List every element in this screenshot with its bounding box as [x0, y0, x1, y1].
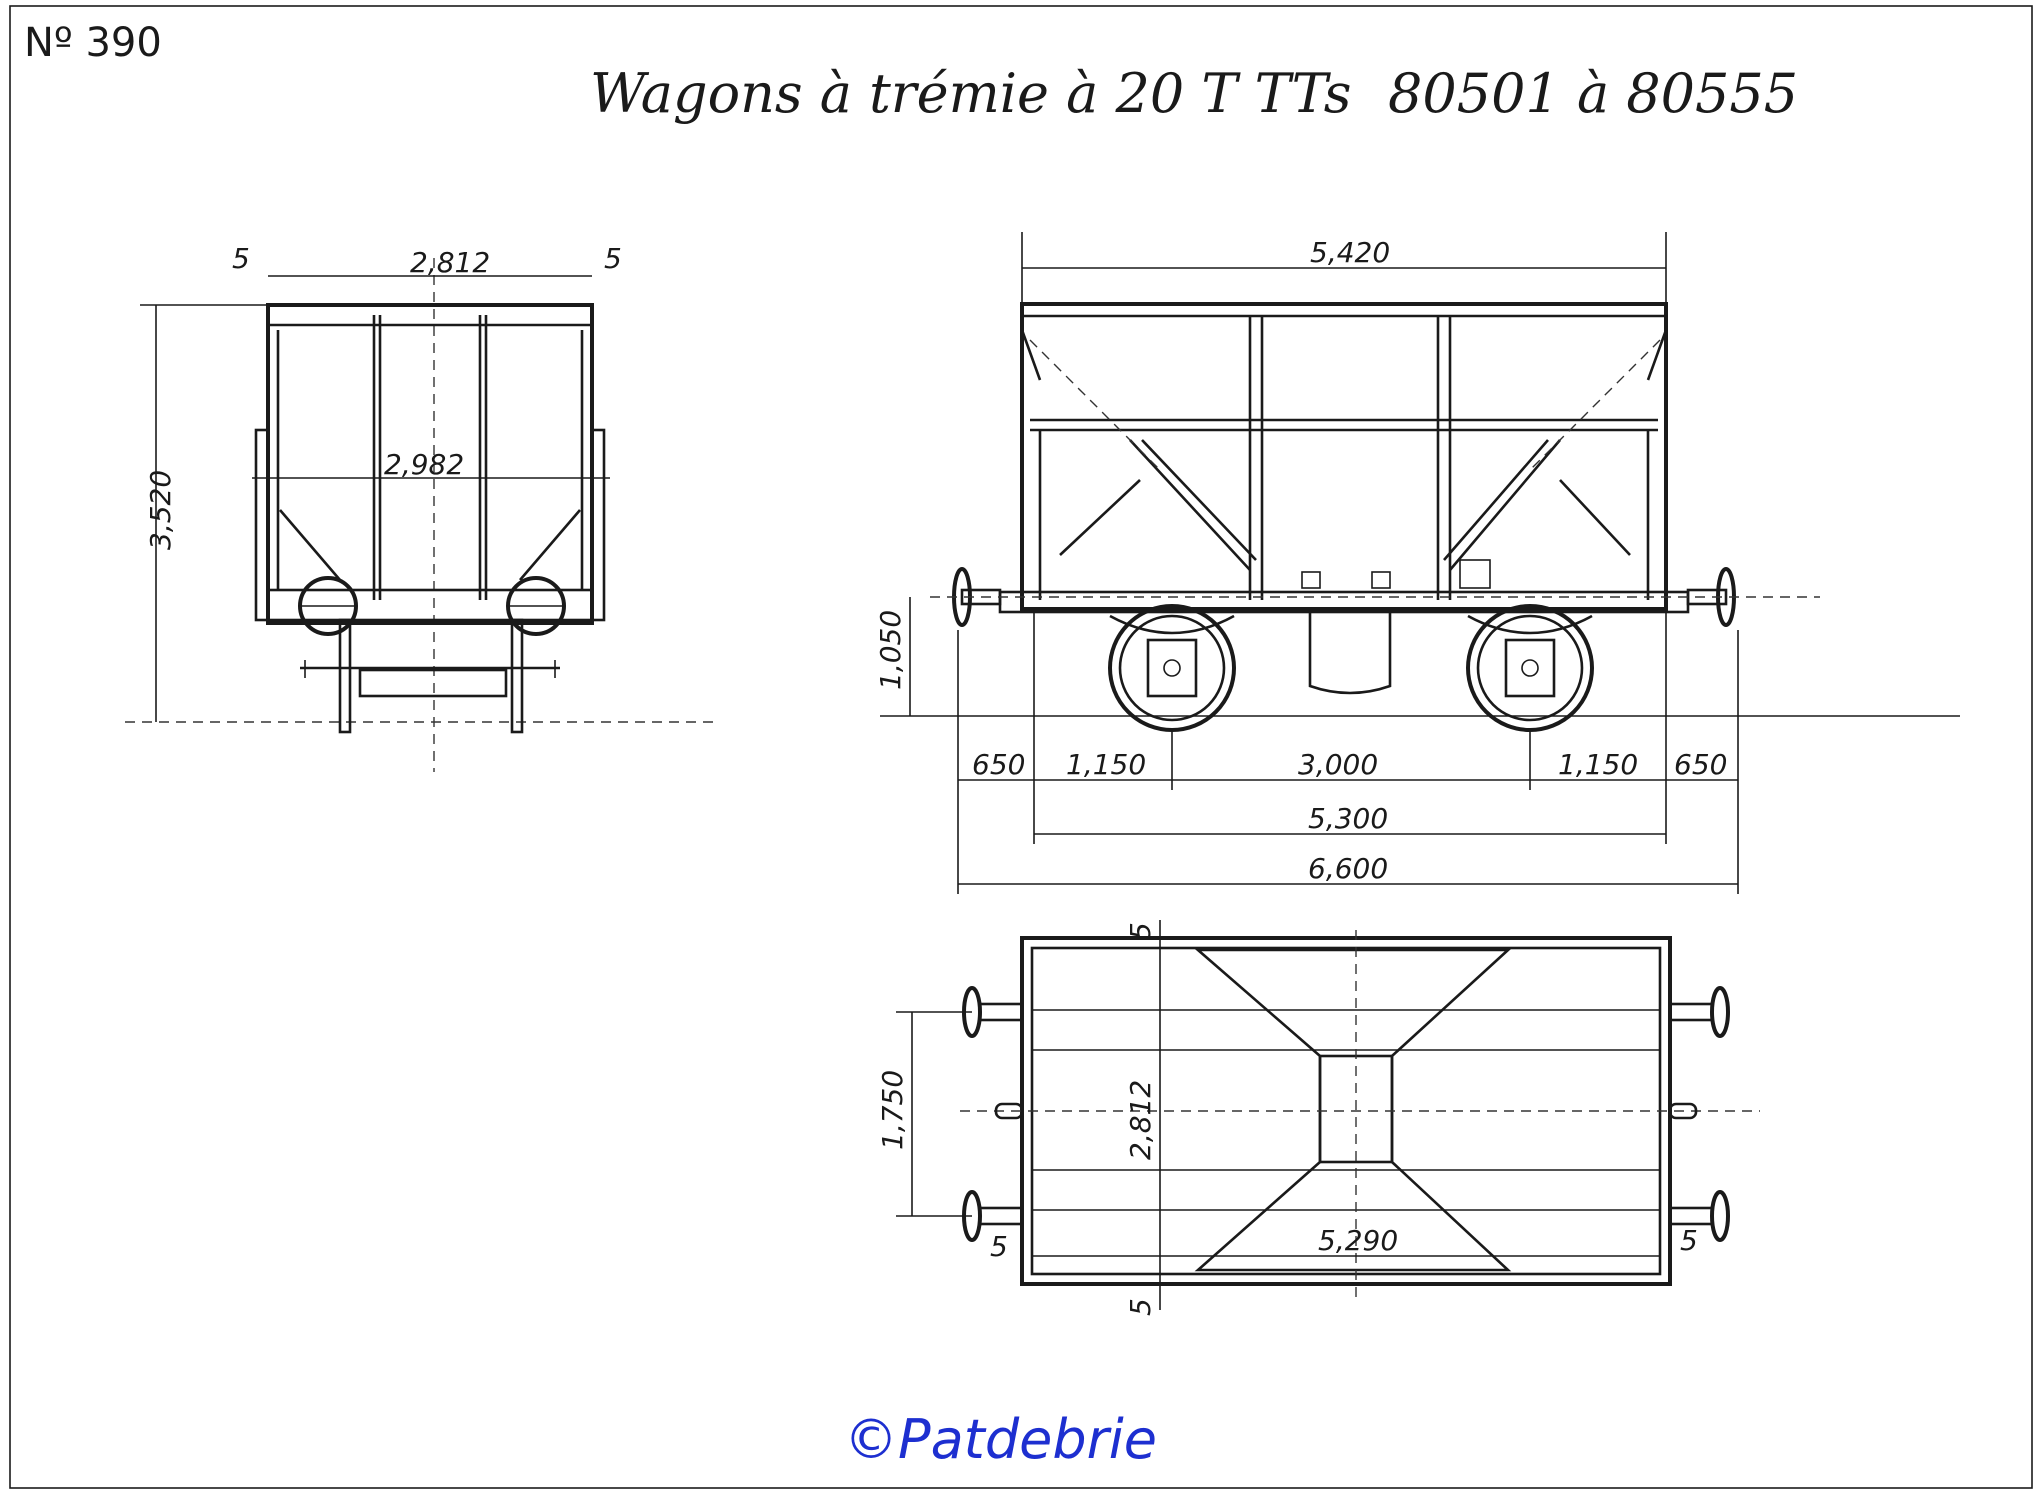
- end-view-wheel-right: [510, 618, 524, 734]
- end-view-wheel-left: [338, 618, 352, 734]
- end-view-headstock: [266, 588, 594, 622]
- plan-view-dim-buffer-spacing: 1,750: [876, 1070, 909, 1150]
- side-view-buffer-left: [952, 567, 1002, 627]
- side-view-buffer-right: [1686, 567, 1736, 627]
- plan-view-buffer-top-left: [962, 986, 1024, 1038]
- side-view-dim-overhang-left: 650: [972, 748, 1025, 781]
- copyright-notice: ©Patdebrie: [844, 1408, 1157, 1471]
- side-view-dim-wheelbase-inner: 3,000: [1298, 748, 1378, 781]
- end-view-stake-right: [590, 428, 606, 622]
- end-view-dim-left-gap: 5: [232, 242, 250, 275]
- side-view-dim-overhang-right: 650: [1674, 748, 1727, 781]
- end-view: 5 2,812 5 2,982 3,520: [125, 242, 720, 772]
- side-view-dim-frame-length: 5,300: [1308, 802, 1388, 835]
- side-view-body: [1020, 302, 1668, 611]
- side-view-hopper-diag-1: [1129, 439, 1251, 571]
- plan-view-buffer-top-right: [1668, 986, 1730, 1038]
- sheet-border: [9, 5, 2033, 1489]
- side-view-spring-left: [1109, 614, 1235, 635]
- plan-view-coupling-left: [994, 1102, 1024, 1120]
- end-view-hopper-slope-right: [519, 509, 581, 581]
- end-view-stake-left: [254, 428, 270, 622]
- end-view-dim-right-gap: 5: [604, 242, 622, 275]
- side-view-spring-right: [1467, 614, 1593, 635]
- side-view-hopper-door: [1308, 612, 1392, 695]
- plan-view-buffer-bottom-right: [1668, 1190, 1730, 1242]
- drawing-title: Wagons à trémie à 20 T TTs: [590, 62, 1351, 125]
- end-view-dim-overall-width: 2,982: [384, 448, 464, 481]
- plan-view-dim-length: 5,290: [1318, 1224, 1398, 1257]
- side-view-label-plate: [1459, 559, 1491, 589]
- side-view: 5,420 1,050 650 1,150 3,000 1,150 650 5,…: [874, 232, 1960, 894]
- plan-view-dim-top-gap: 5: [1124, 922, 1157, 940]
- end-view-dim-body-width: 2,812: [410, 246, 490, 279]
- side-view-dim-axle-offset-right: 1,150: [1558, 748, 1638, 781]
- plan-view-hopper-outline: [1194, 948, 1512, 1272]
- plan-view: 5 2,812 1,750 5,290 5 5 5: [876, 920, 1760, 1316]
- end-view-hopper-slope-left: [279, 509, 341, 581]
- plan-view-coupling-right: [1668, 1102, 1698, 1120]
- side-view-dim-axle-offset-left: 1,150: [1066, 748, 1146, 781]
- plan-view-dim-left-gap: 5: [990, 1230, 1008, 1263]
- end-view-dim-height: 3,520: [144, 470, 177, 550]
- side-view-dim-buffer-height: 1,050: [874, 610, 907, 690]
- drawing-number: Nº 390: [24, 20, 162, 66]
- side-view-dim-length-over-buffers: 6,600: [1308, 852, 1388, 885]
- plan-view-dim-right-gap: 5: [1680, 1224, 1698, 1257]
- side-view-hopper-diag-2: [1449, 439, 1561, 571]
- wagon-number-range: 80501 à 80555: [1388, 62, 1798, 125]
- side-view-dim-body-length: 5,420: [1310, 236, 1390, 269]
- plan-view-dim-width: 2,812: [1124, 1080, 1157, 1160]
- end-view-axle-box: [358, 668, 508, 698]
- plan-view-dim-bottom-gap: 5: [1124, 1298, 1157, 1316]
